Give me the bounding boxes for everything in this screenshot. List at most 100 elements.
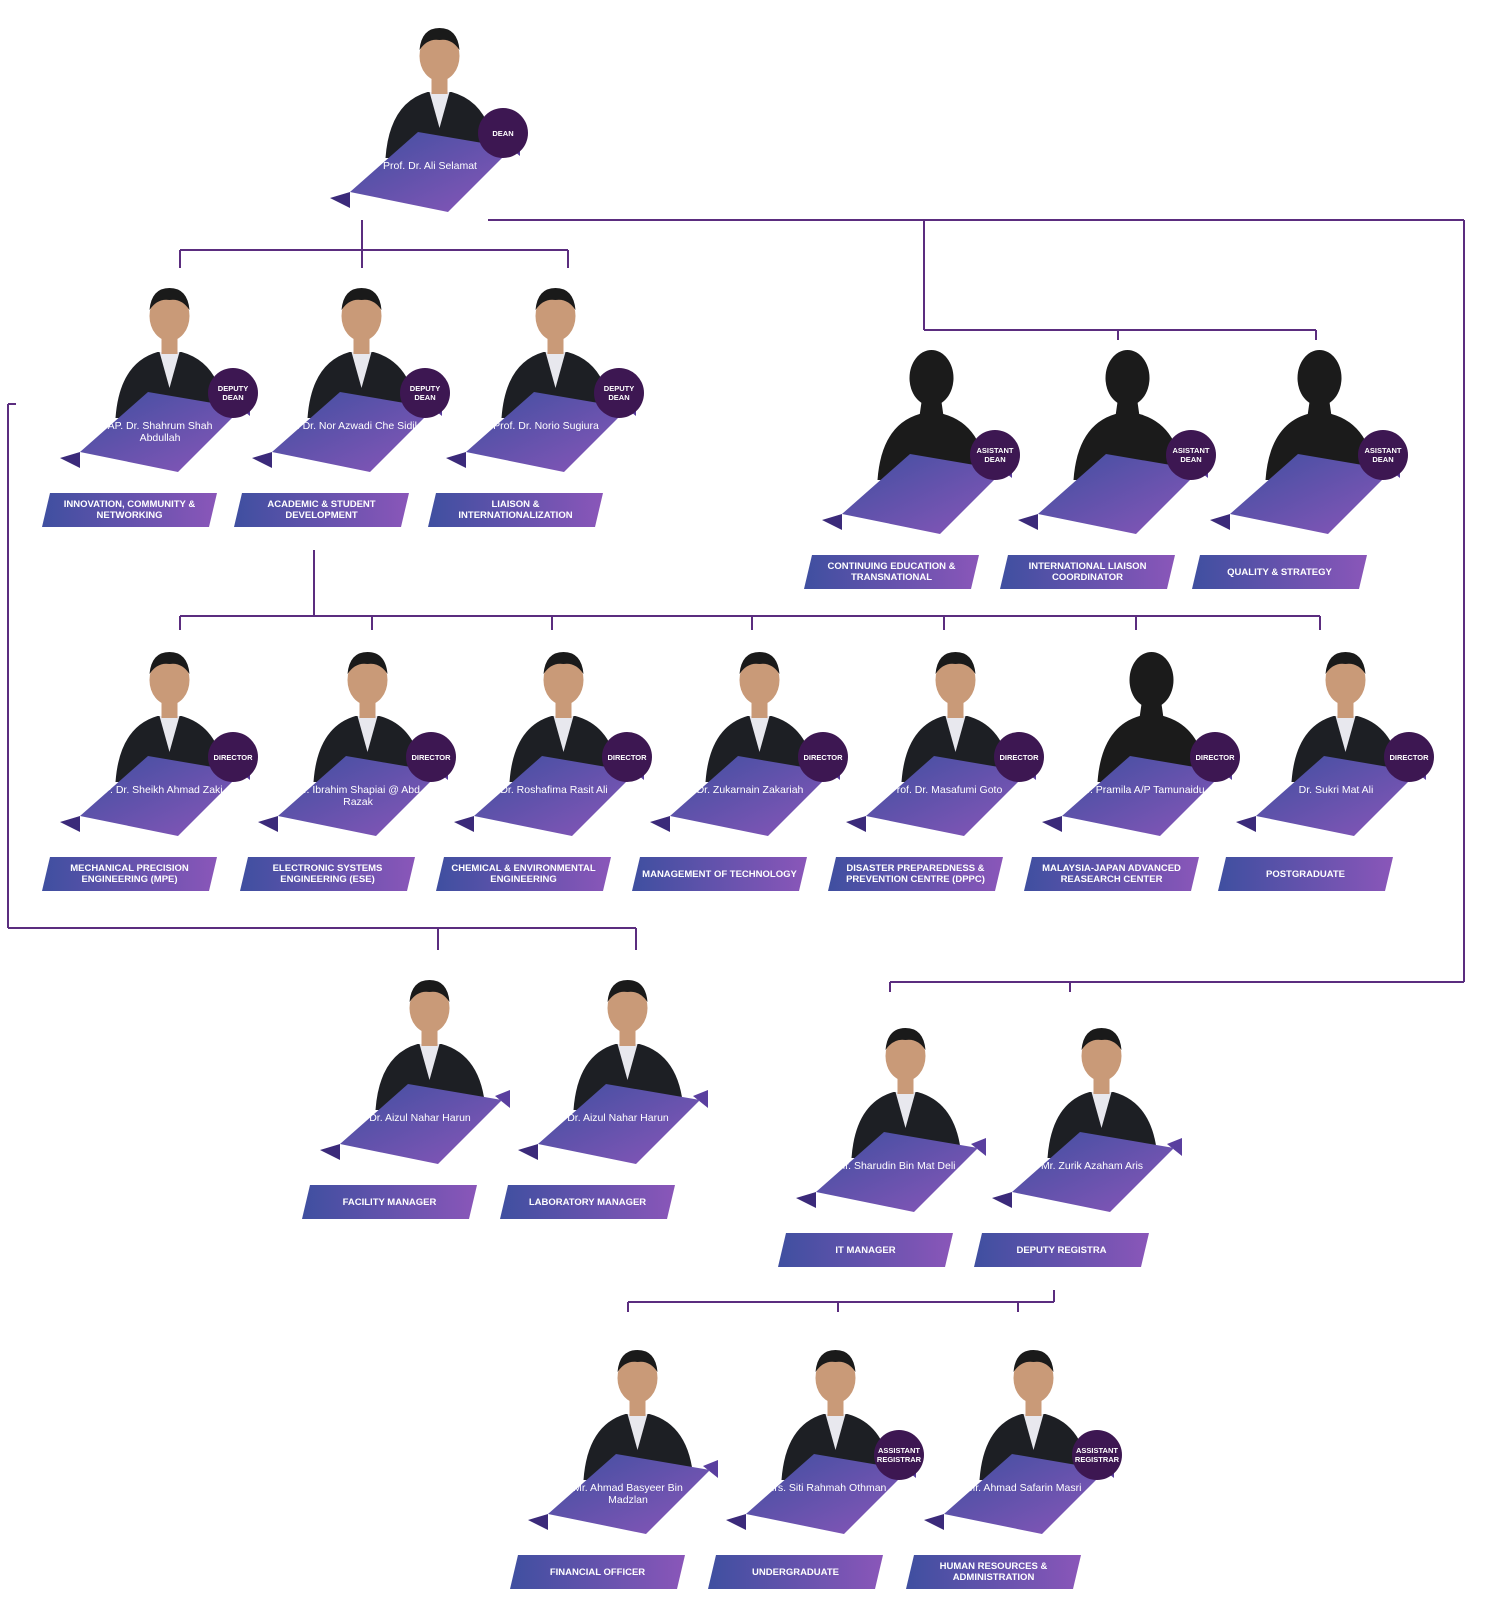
role-label-text: HUMAN RESOURCES & ADMINISTRATION [939, 1561, 1048, 1583]
role-label-text: QUALITY & STRATEGY [1227, 566, 1332, 578]
role-label: CONTINUING EDUCATION & TRANSNATIONAL [804, 555, 979, 589]
title-badge: DIRECTOR [208, 732, 258, 782]
title-badge: DEPUTY DEAN [400, 368, 450, 418]
role-label: LABORATORY MANAGER [500, 1185, 675, 1219]
person-name: Mr. Ahmad Basyeer Bin Madzlan [573, 1482, 683, 1506]
role-label-text: CHEMICAL & ENVIRONMENTAL ENGINEERING [451, 863, 596, 885]
role-label-text: MANAGEMENT OF TECHNOLOGY [642, 868, 797, 880]
person-name: AP. Dr. Nor Azwadi Che Sidik [284, 420, 420, 432]
deputy-dean-node: AP. Dr. Nor Azwadi Che Sidik DEPUTY DEAN A… [222, 268, 462, 538]
name-card: Mr. Sharudin Bin Mat Deli [796, 1126, 996, 1218]
title-badge: DIRECTOR [1384, 732, 1434, 782]
role-label-text: LIAISON & INTERNATIONALIZATION [458, 499, 573, 521]
role-label: INNOVATION, COMMUNITY & NETWORKING [42, 493, 217, 527]
role-label: DEPUTY REGISTRA [974, 1233, 1149, 1267]
role-label: MALAYSIA-JAPAN ADVANCED REASEARCH CENTER [1024, 857, 1199, 891]
title-badge: ASSISTANT REGISTRAR [874, 1430, 924, 1480]
title-badge: DIRECTOR [406, 732, 456, 782]
person-name: Dr. Sukri Mat Ali [1298, 784, 1374, 796]
role-label: LIAISON & INTERNATIONALIZATION [428, 493, 603, 527]
assistant-dean-node: ASISTANT DEAN INTERNATIONAL LIAISON COORD… [988, 330, 1228, 600]
person-name: Prof. Dr. Masafumi Goto [889, 784, 1003, 796]
title-badge: ASISTANT DEAN [1166, 430, 1216, 480]
role-label: UNDERGRADUATE [708, 1555, 883, 1589]
assistant-dean-node: ASISTANT DEAN QUALITY & STRATEGY [1180, 330, 1420, 600]
person-name: AP. Dr. Shahrum Shah Abdullah [107, 420, 213, 444]
person-name: Mrs. Siti Rahmah Othman [765, 1482, 887, 1494]
role-label: ACADEMIC & STUDENT DEVELOPMENT [234, 493, 409, 527]
role-label-text: FINANCIAL OFFICER [549, 1566, 646, 1578]
director-node: Dr. Sukri Mat Ali DIRECTOR POSTGRADUATE [1206, 632, 1446, 902]
role-label-text: MALAYSIA-JAPAN ADVANCED REASEARCH CENTER [1042, 863, 1181, 885]
role-label: IT MANAGER [778, 1233, 953, 1267]
role-label: DISASTER PREPAREDNESS & PREVENTION CENTR… [828, 857, 1003, 891]
role-label-text: POSTGRADUATE [1266, 868, 1345, 880]
title-badge: DIRECTOR [994, 732, 1044, 782]
role-label-text: LABORATORY MANAGER [528, 1196, 647, 1208]
role-label: FACILITY MANAGER [302, 1185, 477, 1219]
role-label-text: CONTINUING EDUCATION & TRANSNATIONAL [827, 561, 956, 583]
admin-node: Mr. Sharudin Bin Mat Deli IT MANAGER [766, 1008, 1006, 1278]
role-label: POSTGRADUATE [1218, 857, 1393, 891]
deputy-dean-node: Prof. Dr. Norio Sugiura DEPUTY DEAN LIAISO… [416, 268, 656, 538]
assistant-dean-node: ASISTANT DEAN CONTINUING EDUCATION & TRAN… [792, 330, 1032, 600]
role-label: INTERNATIONAL LIAISON COORDINATOR [1000, 555, 1175, 589]
role-label-text: MECHANICAL PRECISION ENGINEERING (MPE) [70, 863, 189, 885]
director-node: Dr. Roshafima Rasit Ali DIRECTOR CHEMICAL … [424, 632, 664, 902]
person-name: Prof. Dr. Ali Selamat [383, 160, 477, 172]
person-name: Mr. Zurik Azaham Aris [1040, 1160, 1144, 1172]
role-label: MECHANICAL PRECISION ENGINEERING (MPE) [42, 857, 217, 891]
role-label-text: ELECTRONIC SYSTEMS ENGINEERING (ESE) [272, 863, 383, 885]
title-badge: DEAN [478, 108, 528, 158]
title-badge: DEPUTY DEAN [208, 368, 258, 418]
title-badge: ASSISTANT REGISTRAR [1072, 1430, 1122, 1480]
person-name: Prof. Dr. Norio Sugiura [493, 420, 599, 432]
name-card: Mr. Zurik Azaham Aris [992, 1126, 1192, 1218]
name-card: AP. Dr. Sheikh Ahmad Zaki [60, 750, 260, 842]
name-card: Dr. Aizul Nahar Harun [518, 1078, 718, 1170]
title-badge: DIRECTOR [1190, 732, 1240, 782]
person-name: AP. Dr. Sheikh Ahmad Zaki [97, 784, 223, 796]
person-name: Mr. Ahmad Safarin Masri [966, 1482, 1082, 1494]
name-card: Dr. Aizul Nahar Harun [320, 1078, 520, 1170]
title-badge: DEPUTY DEAN [594, 368, 644, 418]
role-label-text: DEPUTY REGISTRA [1016, 1244, 1107, 1256]
registry-node: Mrs. Siti Rahmah Othman ASSISTANT REGISTR… [696, 1330, 936, 1600]
role-label: CHEMICAL & ENVIRONMENTAL ENGINEERING [436, 857, 611, 891]
person-name: Dr. Aizul Nahar Harun [369, 1112, 471, 1124]
person-name: Dr. Zukarnain Zakariah [696, 784, 804, 796]
title-badge: DIRECTOR [602, 732, 652, 782]
registry-node: Mr. Ahmad Safarin Masri ASSISTANT REGISTR… [894, 1330, 1134, 1600]
role-label: MANAGEMENT OF TECHNOLOGY [632, 857, 807, 891]
title-badge: ASISTANT DEAN [1358, 430, 1408, 480]
role-label-text: IT MANAGER [835, 1244, 896, 1256]
title-badge: DIRECTOR [798, 732, 848, 782]
person-name: Dr. Aizul Nahar Harun [567, 1112, 669, 1124]
director-node: Dr. Zukarnain Zakariah DIRECTOR MANAGEMENT… [620, 632, 860, 902]
role-label-text: ACADEMIC & STUDENT DEVELOPMENT [267, 499, 376, 521]
title-badge: ASISTANT DEAN [970, 430, 1020, 480]
role-label: HUMAN RESOURCES & ADMINISTRATION [906, 1555, 1081, 1589]
director-node: AP. Dr. Sheikh Ahmad Zaki DIRECTOR MECHANI… [30, 632, 270, 902]
name-card: AP. Dr. Shahrum Shah Abdullah [60, 386, 260, 478]
person-name: Dr. Roshafima Rasit Ali [500, 784, 608, 796]
role-label-text: INNOVATION, COMMUNITY & NETWORKING [63, 499, 196, 521]
role-label: QUALITY & STRATEGY [1192, 555, 1367, 589]
director-node: Prof. Dr. Masafumi Goto DIRECTOR DISASTER … [816, 632, 1056, 902]
person-name: Mr. Sharudin Bin Mat Deli [836, 1160, 956, 1172]
role-label-text: DISASTER PREPAREDNESS & PREVENTION CENTR… [846, 863, 985, 885]
role-label: FINANCIAL OFFICER [510, 1555, 685, 1589]
role-label-text: FACILITY MANAGER [342, 1196, 437, 1208]
role-label-text: INTERNATIONAL LIAISON COORDINATOR [1028, 561, 1147, 583]
role-label: ELECTRONIC SYSTEMS ENGINEERING (ESE) [240, 857, 415, 891]
name-card: Mr. Ahmad Basyeer Bin Madzlan [528, 1448, 728, 1540]
role-label-text: UNDERGRADUATE [752, 1566, 839, 1578]
